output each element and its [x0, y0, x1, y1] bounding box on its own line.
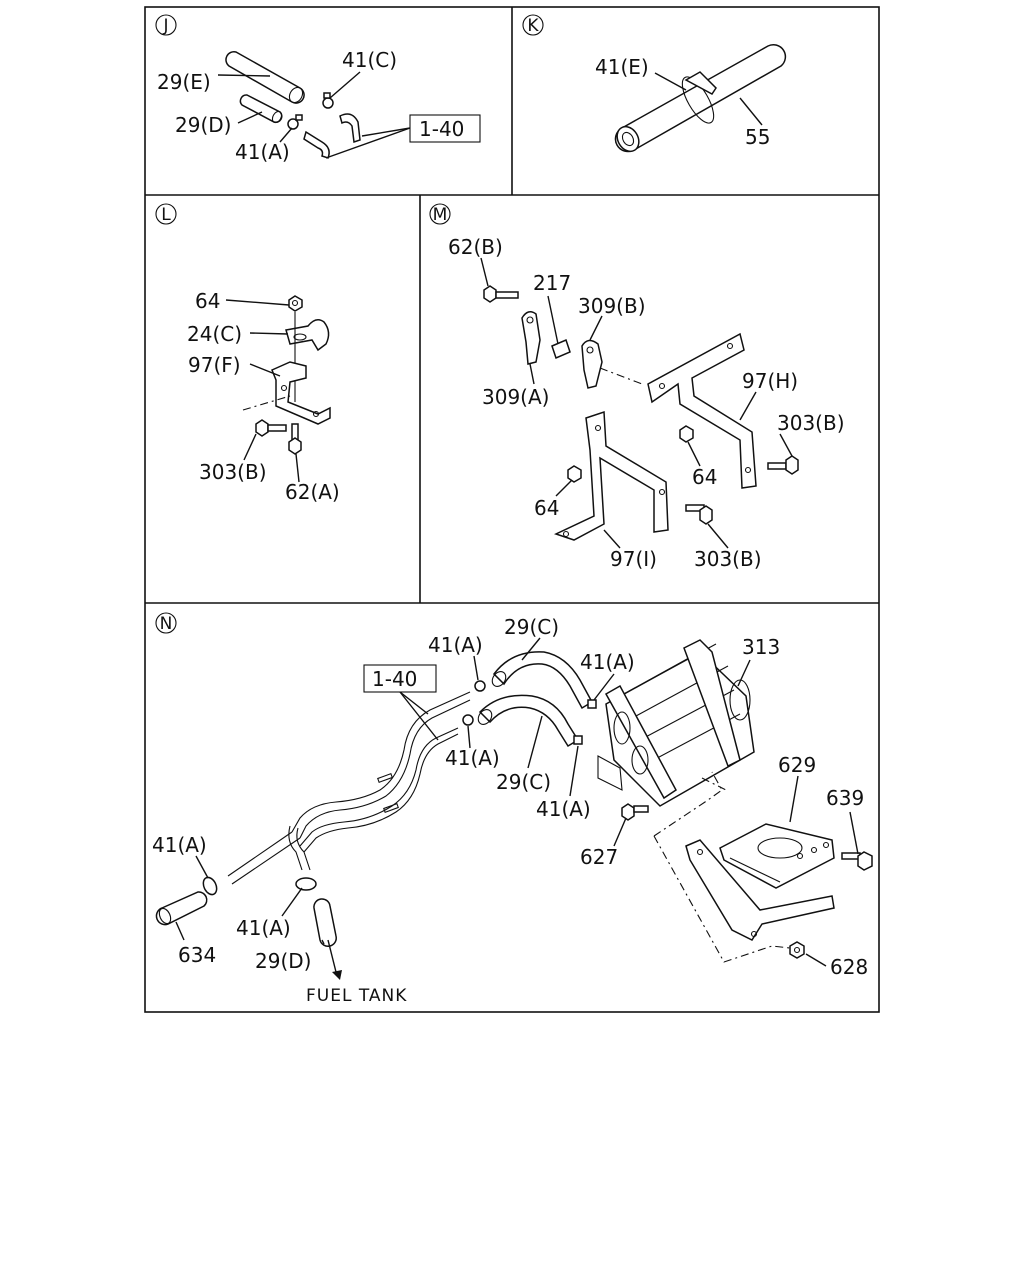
nut-64-lower — [567, 465, 582, 483]
panel-k: K 41(E) 55 — [522, 14, 787, 153]
clip-309b — [581, 339, 603, 389]
panel-l: L — [155, 203, 340, 504]
bolt-303b-upper — [767, 455, 799, 475]
clamp-41c — [322, 92, 334, 109]
bracket-629 — [685, 823, 835, 941]
clamp-41a-left — [202, 876, 218, 896]
panel-n-label-629: 629 — [778, 753, 816, 777]
bolt-62a — [288, 423, 302, 455]
clamp-41a-lower-right — [573, 735, 583, 745]
panel-n-letter-badge: N — [155, 612, 177, 634]
panel-n-label-1-40: 1-40 — [372, 667, 417, 691]
panel-n-label-41a-5: 41(A) — [152, 833, 207, 857]
panel-l-label-64: 64 — [195, 289, 220, 313]
panel-n-label-627: 627 — [580, 845, 618, 869]
bracket-97i — [553, 410, 669, 541]
bolt-627 — [621, 803, 649, 821]
clip-24c — [285, 319, 330, 352]
panel-n-label-313: 313 — [742, 635, 780, 659]
panel-k-label-41e: 41(E) — [595, 55, 649, 79]
bolt-62b — [483, 285, 519, 303]
panel-l-label-97f: 97(F) — [188, 353, 241, 377]
panel-m: M — [429, 203, 845, 571]
panel-m-label-64-lower: 64 — [534, 496, 559, 520]
bolt-639 — [841, 851, 873, 871]
bolt-303b — [255, 419, 287, 437]
panel-l-label-303b: 303(B) — [199, 460, 267, 484]
clamp-41e — [681, 71, 717, 124]
bracket-97f — [271, 361, 331, 425]
panel-frames — [144, 6, 880, 1013]
panel-m-label-64-upper: 64 — [692, 465, 717, 489]
fuel-pipes-1-40 — [227, 691, 471, 885]
panel-n-label-29d: 29(D) — [255, 949, 311, 973]
panel-k-letter: K — [527, 16, 539, 36]
panel-n: N — [152, 612, 873, 1006]
panel-l-letter: L — [161, 205, 171, 225]
hose-29c-upper — [491, 651, 594, 710]
panel-n-label-29c-lower: 29(C) — [496, 770, 551, 794]
panel-m-label-97h: 97(H) — [742, 369, 798, 393]
pipe-1-40-upper — [339, 113, 361, 144]
panel-j-label-29d: 29(D) — [175, 113, 231, 137]
panel-n-label-41a-4: 41(A) — [536, 797, 591, 821]
clip-217 — [551, 338, 571, 360]
panel-m-label-62b: 62(B) — [448, 235, 503, 259]
panel-n-letter: N — [160, 614, 173, 634]
panel-n-label-639: 639 — [826, 786, 864, 810]
panel-n-label-628: 628 — [830, 955, 868, 979]
bracket-97h — [647, 332, 757, 489]
panel-j-letter: J — [162, 16, 168, 36]
panel-m-label-309b: 309(B) — [578, 294, 646, 318]
hose-634 — [155, 891, 208, 926]
fuel-filter-313 — [597, 639, 755, 807]
panel-m-label-309a: 309(A) — [482, 385, 549, 409]
panel-n-label-fuel-tank: FUEL TANK — [306, 986, 407, 1006]
nut-64 — [288, 295, 303, 312]
panel-j-label-41a: 41(A) — [235, 140, 290, 164]
panel-l-label-62a: 62(A) — [285, 480, 340, 504]
panel-j-label-29e: 29(E) — [157, 70, 211, 94]
panel-m-label-303b-upper: 303(B) — [777, 411, 845, 435]
panel-n-label-41a-1: 41(A) — [428, 633, 483, 657]
bolt-303b-lower — [685, 504, 713, 525]
clamp-41a-upper-right — [587, 699, 597, 709]
clamp-41a-upper-left — [474, 680, 486, 692]
panel-m-label-97i: 97(I) — [610, 547, 657, 571]
panel-n-label-634: 634 — [178, 943, 216, 967]
panel-m-letter-badge: M — [429, 203, 451, 225]
panel-m-letter: M — [433, 205, 448, 225]
panel-m-label-217: 217 — [533, 271, 571, 295]
panel-n-label-29c-upper: 29(C) — [504, 615, 559, 639]
panel-m-label-303b-lower: 303(B) — [694, 547, 762, 571]
panel-j-label-1-40: 1-40 — [419, 117, 464, 141]
panel-j: J — [155, 14, 481, 164]
clamp-41a — [287, 114, 303, 130]
clip-309a — [521, 311, 541, 365]
clamp-41a-mid-left — [462, 714, 474, 726]
nut-628 — [789, 941, 805, 959]
hose-29c-lower — [477, 694, 580, 748]
panel-j-label-41c: 41(C) — [342, 48, 397, 72]
panel-l-label-24c: 24(C) — [187, 322, 242, 346]
panel-k-letter-badge: K — [522, 14, 544, 36]
panel-k-label-55: 55 — [745, 125, 770, 149]
nut-64-upper — [679, 425, 694, 443]
tube-55 — [614, 43, 787, 153]
panel-n-label-41a-2: 41(A) — [580, 650, 635, 674]
clamp-41a-bottom — [295, 877, 317, 891]
panel-n-label-41a-6: 41(A) — [236, 916, 291, 940]
panel-j-letter-badge: J — [155, 14, 177, 36]
panel-n-label-41a-3: 41(A) — [445, 746, 500, 770]
fuel-tank-arrow — [327, 939, 342, 980]
panel-l-letter-badge: L — [155, 203, 177, 225]
pipe-1-40-lower — [303, 130, 330, 159]
hose-29d-lower — [313, 898, 337, 947]
hose-29e — [225, 50, 305, 104]
hose-29d — [239, 94, 283, 124]
